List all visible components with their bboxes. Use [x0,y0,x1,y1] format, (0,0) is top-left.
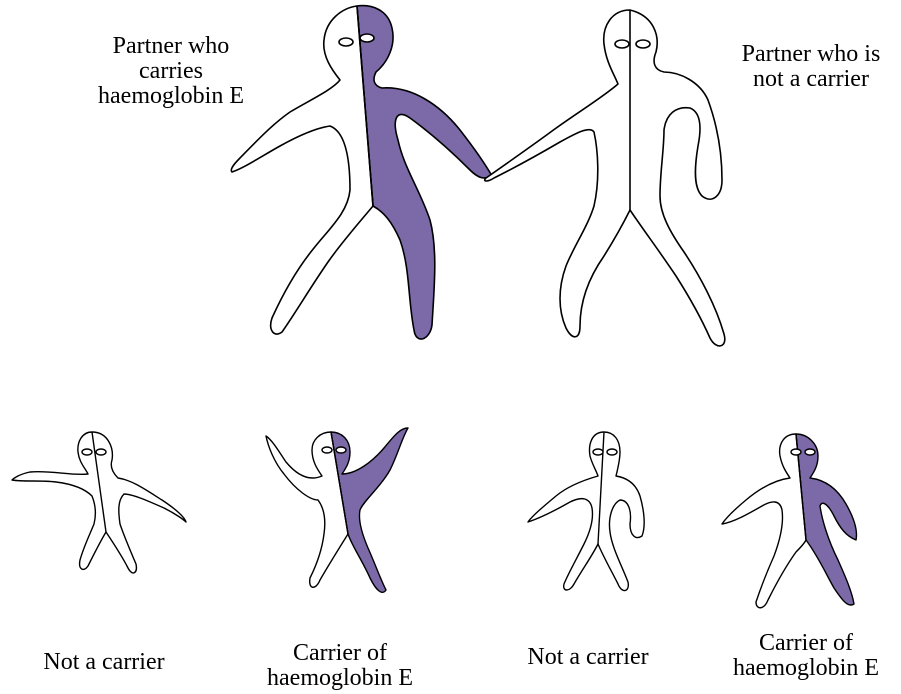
eye-icon [805,449,815,455]
eye-icon [791,449,801,455]
child-figure-2 [266,428,408,592]
child-figure-1 [12,432,186,573]
eye-icon [360,34,374,42]
eye-icon [607,449,617,455]
parent-figure-carrier [231,6,492,339]
child-label-2: Carrier of haemoglobin E [248,641,432,691]
eye-icon [615,40,629,48]
parent-figure-not-carrier [485,10,725,346]
child-label-1: Not a carrier [18,650,190,675]
eye-icon [593,449,603,455]
child-label-4: Carrier of haemoglobin E [712,631,900,681]
eye-icon [322,447,332,453]
parent-label-carrier: Partner who carries haemoglobin E [86,34,256,109]
eye-icon [636,40,650,48]
eye-icon [336,447,346,453]
parent1-shaded-half [357,6,492,339]
child-figure-4 [722,434,857,608]
child-label-3: Not a carrier [502,645,674,670]
eye-icon [339,38,353,46]
child-figure-3 [528,432,644,591]
eye-icon [82,449,92,455]
parent2-outline [485,10,725,346]
parent-label-not-carrier: Partner who is not a carrier [718,42,901,92]
eye-icon [96,449,106,455]
